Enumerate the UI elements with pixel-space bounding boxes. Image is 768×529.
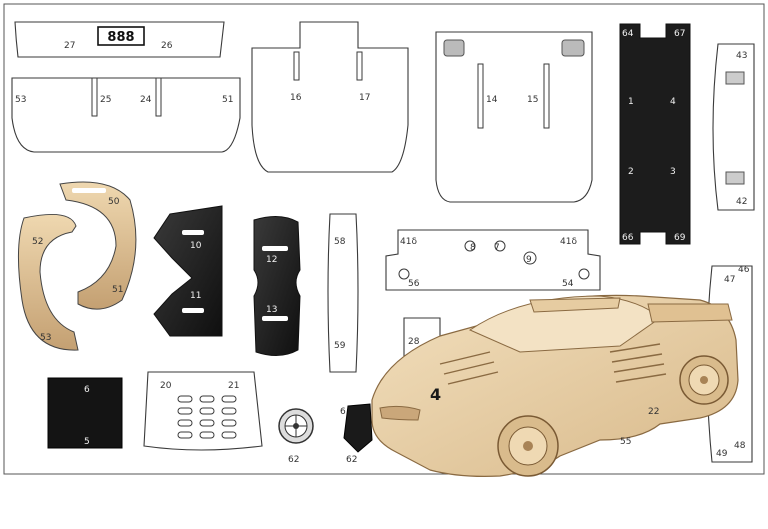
label-56: 56 xyxy=(408,279,420,289)
piece-body-side-16-17: 16 17 xyxy=(251,21,409,173)
piece-dark-12-13: 12 13 xyxy=(253,216,301,356)
piece-dark-spine: 64 67 1 4 2 3 66 69 xyxy=(619,23,691,245)
front-wheel xyxy=(497,415,559,477)
label-11: 11 xyxy=(190,291,201,301)
label-46: 46 xyxy=(738,265,750,275)
label-51b: 51 xyxy=(112,285,123,295)
label-6b: 6 xyxy=(340,407,346,417)
label-28: 28 xyxy=(408,337,420,347)
label-26: 26 xyxy=(161,41,173,51)
label-41-left: 41δ xyxy=(400,237,417,247)
label-22: 22 xyxy=(648,407,659,417)
label-7: 7 xyxy=(494,243,500,253)
piece-dark-block-6-5: 6 5 xyxy=(47,377,123,449)
piece-rear-panel-plate: 888 27 26 xyxy=(14,21,225,58)
label-59: 59 xyxy=(334,341,346,351)
piece-chassis-bar: 41δ 41δ 8 7 9 56 54 xyxy=(385,229,601,291)
label-64: 64 xyxy=(622,29,634,39)
piece-bracket-43-42: 43 42 xyxy=(712,43,755,211)
grille-slots xyxy=(177,395,237,439)
hood-emblem: 4 xyxy=(430,385,441,404)
label-5: 5 xyxy=(84,437,90,447)
assembled-car-image: 4 xyxy=(371,294,739,477)
label-13: 13 xyxy=(266,305,277,315)
label-53b: 53 xyxy=(40,333,51,343)
label-15: 15 xyxy=(527,95,538,105)
label-27: 27 xyxy=(64,41,75,51)
piece-strut-58-59: 58 59 xyxy=(327,213,359,373)
label-20: 20 xyxy=(160,381,172,391)
label-2: 2 xyxy=(628,167,634,177)
label-10: 10 xyxy=(190,241,202,251)
label-67: 67 xyxy=(674,29,685,39)
label-62b: 62 xyxy=(346,455,357,465)
label-8: 8 xyxy=(470,243,476,253)
label-4: 4 xyxy=(670,97,676,107)
piece-fender-arc-52-53: 52 53 xyxy=(17,213,79,351)
label-49: 49 xyxy=(716,449,728,459)
label-43: 43 xyxy=(736,51,747,61)
label-25: 25 xyxy=(100,95,111,105)
label-66: 66 xyxy=(622,233,634,243)
rear-wheel xyxy=(679,355,729,405)
label-69: 69 xyxy=(674,233,686,243)
label-24: 24 xyxy=(140,95,152,105)
label-12: 12 xyxy=(266,255,277,265)
label-17: 17 xyxy=(359,93,370,103)
label-6: 6 xyxy=(84,385,90,395)
piece-body-side-14-15: 14 15 xyxy=(435,31,593,203)
label-41-right: 41δ xyxy=(560,237,577,247)
label-62: 62 xyxy=(288,455,299,465)
label-3: 3 xyxy=(670,167,676,177)
label-16: 16 xyxy=(290,93,302,103)
sheet-border xyxy=(3,3,765,475)
label-21: 21 xyxy=(228,381,239,391)
label-50: 50 xyxy=(108,197,120,207)
piece-base-panel: 53 25 24 51 xyxy=(11,77,241,153)
piece-small-dark-6-62: 6 62 xyxy=(340,403,373,465)
label-53: 53 xyxy=(15,95,26,105)
label-54: 54 xyxy=(562,279,574,289)
label-14: 14 xyxy=(486,95,498,105)
label-47: 47 xyxy=(724,275,735,285)
label-55: 55 xyxy=(620,437,631,447)
piece-fender-arc-50-51: 50 51 xyxy=(59,181,137,310)
piece-grille-20-21: 20 21 xyxy=(143,371,263,451)
label-58: 58 xyxy=(334,237,346,247)
label-9: 9 xyxy=(526,255,532,265)
piece-dark-10-11: 10 11 xyxy=(153,205,223,337)
plate-text: 888 xyxy=(107,30,134,45)
label-48: 48 xyxy=(734,441,746,451)
label-51: 51 xyxy=(222,95,233,105)
label-42: 42 xyxy=(736,197,747,207)
label-52: 52 xyxy=(32,237,43,247)
piece-steering-wheel: 62 xyxy=(278,408,314,465)
label-1: 1 xyxy=(628,97,634,107)
